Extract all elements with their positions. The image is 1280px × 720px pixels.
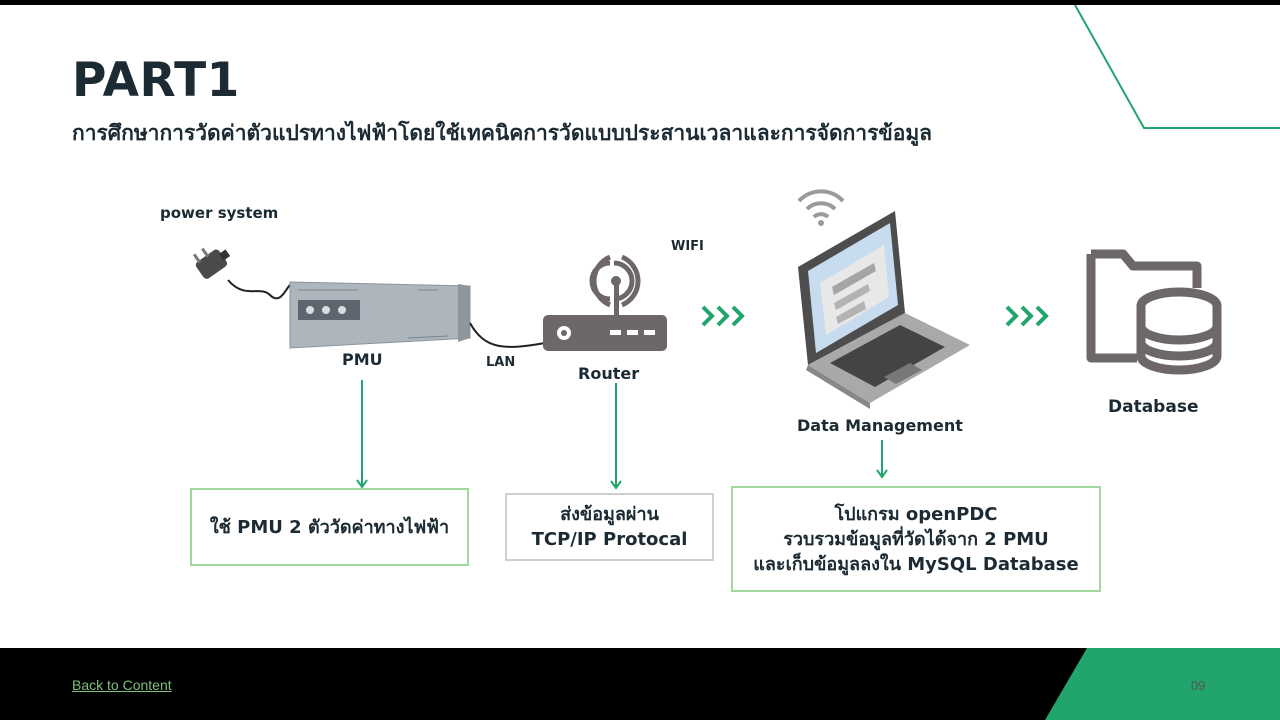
data-note-line-2: รวบรวมข้อมูลที่วัดได้จาก 2 PMU <box>783 528 1049 550</box>
laptop-icon <box>798 211 970 409</box>
page-title: PART1 <box>72 53 240 108</box>
router-label: Router <box>578 364 640 383</box>
data-note-line-3: และเก็บข้อมูลลงใน MySQL Database <box>753 553 1079 575</box>
footer-accent-shape <box>1045 648 1280 720</box>
pmu-note-text: ใช้ PMU 2 ตัววัดค่าทางไฟฟ้า <box>209 516 450 538</box>
plug-icon <box>192 247 291 300</box>
page-subtitle: การศึกษาการวัดค่าตัวแปรทางไฟฟ้าโดยใช้เทค… <box>72 121 933 145</box>
footer-bar: Back to Content 09 <box>0 648 1280 720</box>
pmu-device-icon <box>289 281 471 349</box>
pmu-note-box: ใช้ PMU 2 ตัววัดค่าทางไฟฟ้า <box>190 488 469 566</box>
power-system-label: power system <box>160 204 279 222</box>
router-icon <box>543 254 667 351</box>
pmu-down-arrow <box>356 380 368 489</box>
database-icon <box>1086 249 1222 375</box>
lan-cable <box>469 322 546 348</box>
router-note-box: ส่งข้อมูลผ่าน TCP/IP Protocal <box>505 493 714 561</box>
database-label: Database <box>1108 397 1199 417</box>
pmu-label: PMU <box>342 350 383 369</box>
data-note-box: โปแกรม openPDC รวบรวมข้อมูลที่วัดได้จาก … <box>731 486 1101 592</box>
lan-label: LAN <box>486 355 516 370</box>
data-management-label: Data Management <box>797 416 963 435</box>
wifi-icon <box>797 189 845 226</box>
router-note-line-1: ส่งข้อมูลผ่าน <box>560 504 659 525</box>
data-down-arrow <box>876 440 888 479</box>
flow-chevrons-2 <box>1005 305 1049 327</box>
page-number: 09 <box>1191 678 1206 693</box>
flow-chevrons-1 <box>701 305 745 327</box>
router-down-arrow <box>610 383 622 490</box>
wifi-label: WIFI <box>671 239 704 254</box>
back-to-content-link[interactable]: Back to Content <box>72 677 172 693</box>
slide: PART1 การศึกษาการวัดค่าตัวแปรทางไฟฟ้าโดย… <box>0 5 1280 648</box>
data-note-line-1: โปแกรม openPDC <box>834 503 998 525</box>
corner-decoration <box>1074 5 1280 129</box>
router-note-line-2: TCP/IP Protocal <box>531 529 688 550</box>
